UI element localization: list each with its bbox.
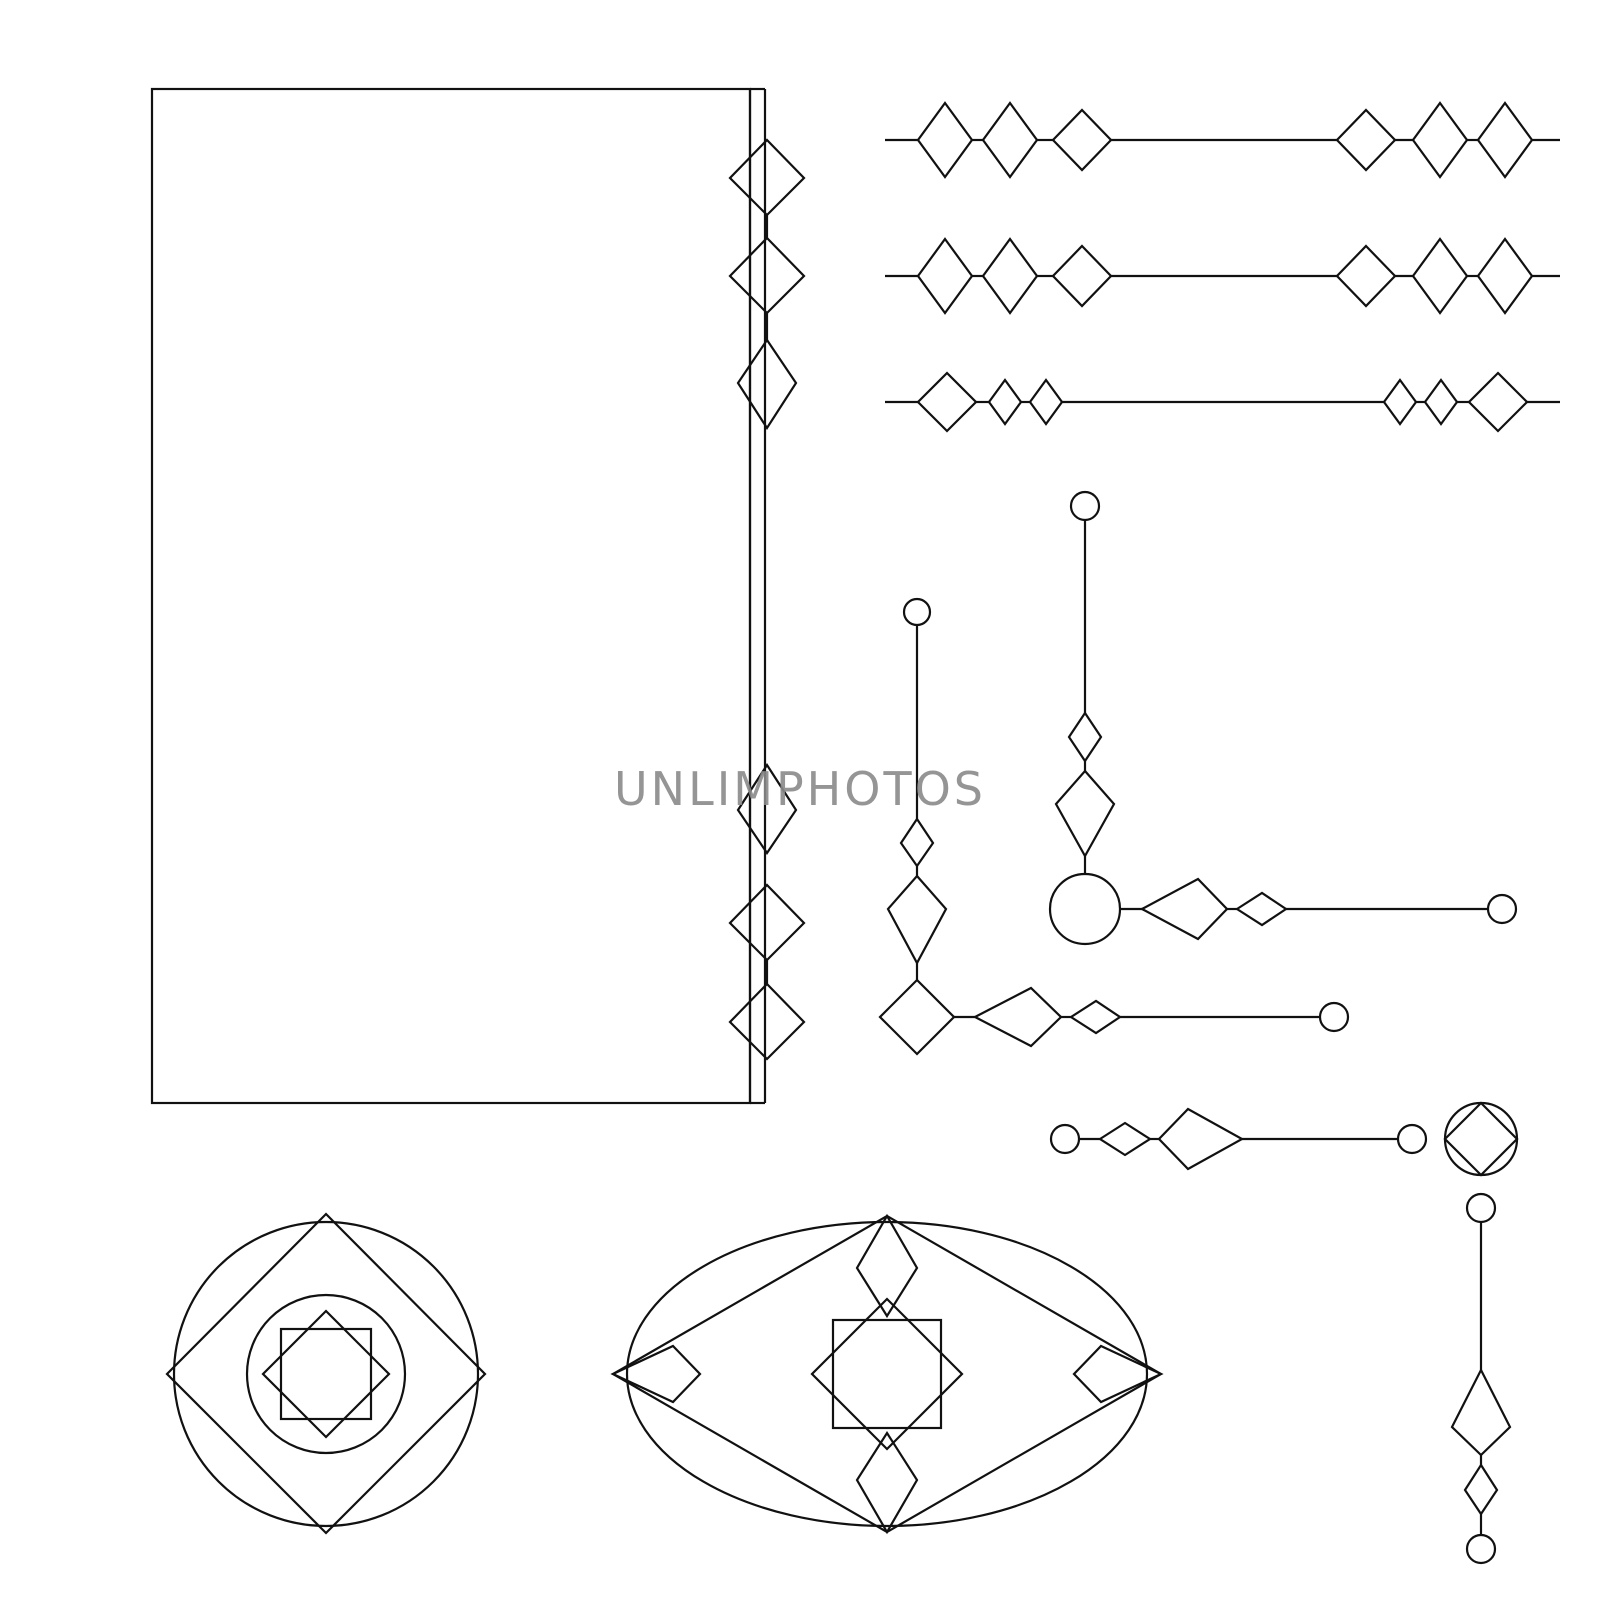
corner-ornament-2 — [1048, 490, 1518, 946]
frame-diamond-bottom-1 — [736, 762, 798, 855]
rectangular-frame — [150, 87, 806, 1105]
corner-ornament-1 — [878, 597, 1350, 1056]
frame-diamond-bottom-2 — [728, 883, 806, 962]
frame-diamond-top-2 — [728, 236, 806, 315]
oval-medallion — [610, 1213, 1164, 1535]
frame-diamond-top-3 — [736, 338, 798, 431]
divider-2 — [885, 237, 1560, 315]
corner-ornament-3 — [1049, 1101, 1519, 1565]
round-medallion — [165, 1212, 487, 1535]
frame-diamond-top-1 — [728, 138, 806, 217]
watermark-text: UNLIMPHOTOS — [613, 762, 986, 816]
frame-diamond-bottom-3 — [728, 982, 806, 1061]
divider-1 — [885, 101, 1560, 179]
divider-3 — [885, 371, 1560, 433]
